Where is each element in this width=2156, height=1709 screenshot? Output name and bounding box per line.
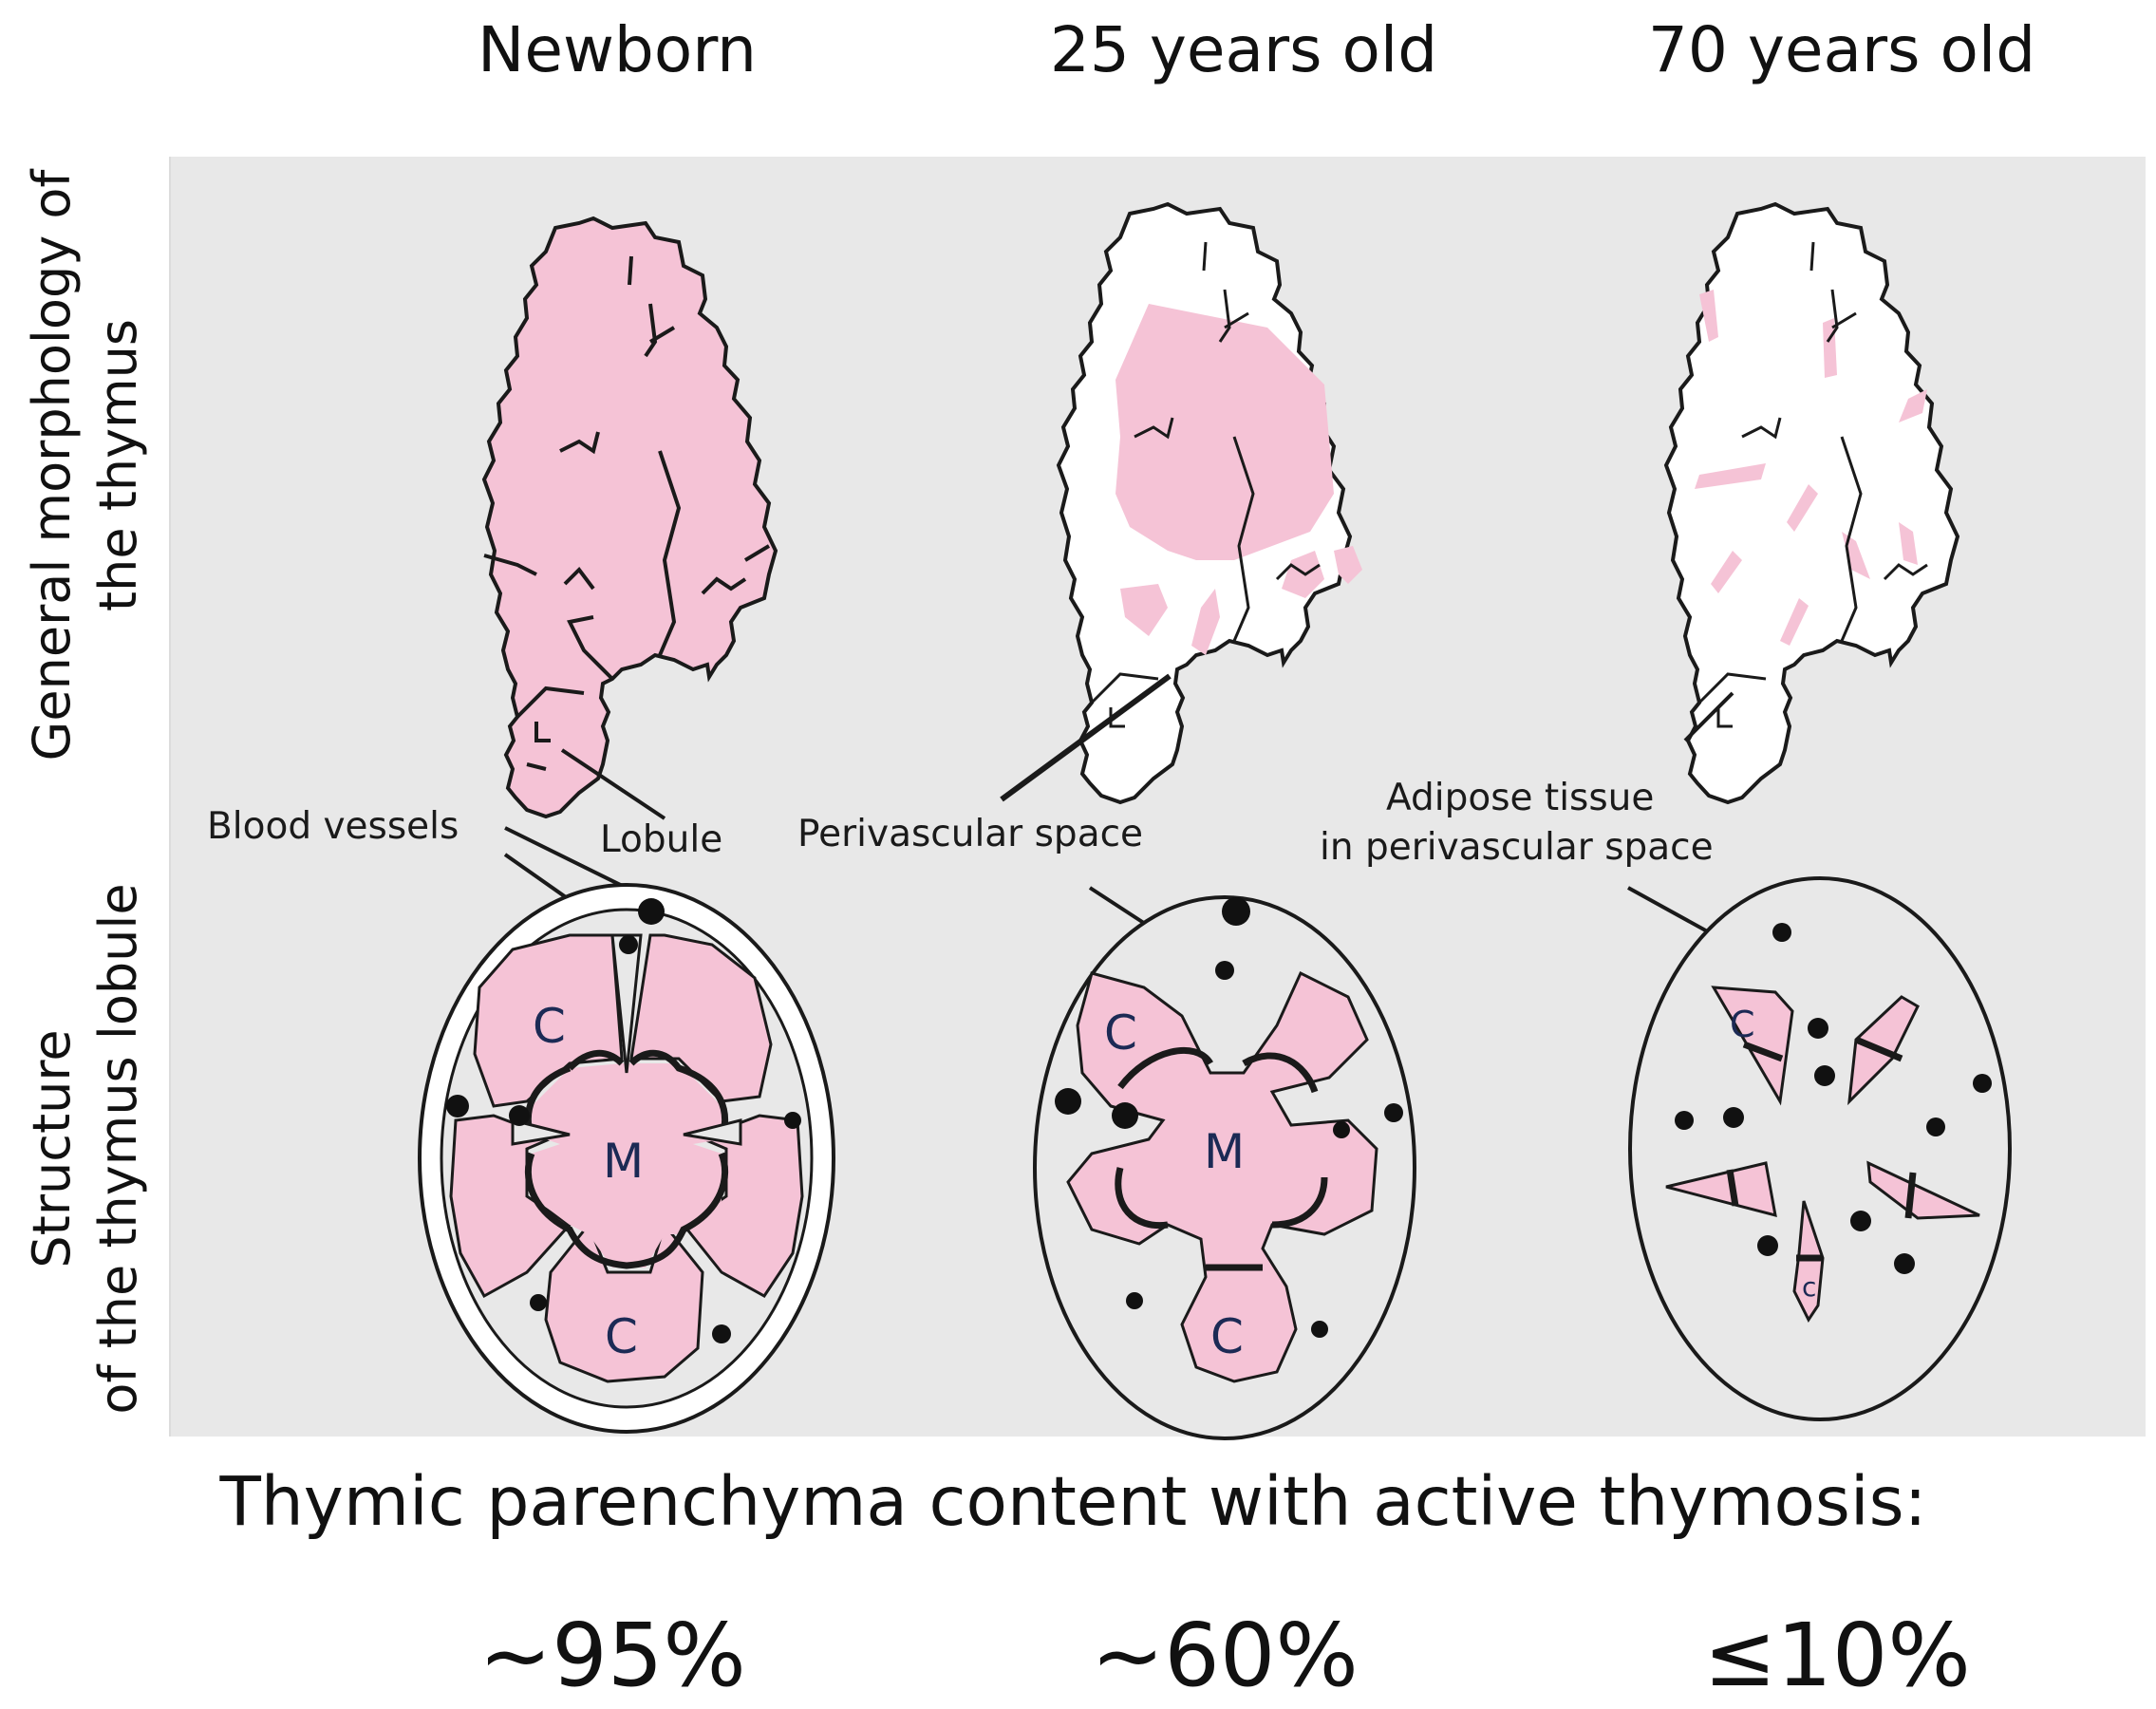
thymus-newborn [482, 216, 778, 818]
cortex-label-25-bottom: C [1210, 1309, 1244, 1364]
cortex-label-newborn-bottom: C [605, 1309, 638, 1364]
footer-caption: Thymic parenchyma content with active th… [219, 1462, 1927, 1541]
column-title-25-years: 25 years old [1049, 13, 1438, 86]
thymus-25-years [1057, 202, 1362, 804]
label-lobule: Lobule [600, 818, 723, 861]
lobule-pointer [560, 748, 666, 820]
cortex-label-70-top: C [1730, 1004, 1755, 1045]
label-perivascular-space: Perivascular space [797, 813, 1144, 855]
column-title-70-years: 70 years old [1647, 13, 2036, 86]
medulla-label-25: M [1204, 1124, 1245, 1179]
thymus-70-years [1664, 202, 1959, 804]
label-blood-vessels: Blood vessels [207, 805, 459, 848]
lobule-70-years [1628, 876, 2012, 1421]
label-adipose-tissue-line1: Adipose tissue [1386, 777, 1655, 819]
adipose-pointer-top [1683, 691, 1734, 742]
lobule-25-years [1033, 895, 1416, 1440]
cortex-label-70-bottom: c [1802, 1271, 1816, 1303]
label-adipose-tissue-line2: in perivascular space [1320, 826, 1714, 869]
medulla-label-newborn: M [603, 1134, 644, 1189]
column-title-newborn: Newborn [477, 13, 758, 86]
lobule-newborn [418, 883, 835, 1434]
cortex-label-newborn-top: C [533, 999, 566, 1054]
perivascular-pointer-top [1000, 673, 1172, 802]
percent-newborn: ~95% [478, 1605, 746, 1706]
cortex-label-25-top: C [1104, 1005, 1137, 1061]
percent-25-years: ~60% [1091, 1605, 1359, 1706]
percent-70-years: ≤10% [1703, 1605, 1971, 1706]
